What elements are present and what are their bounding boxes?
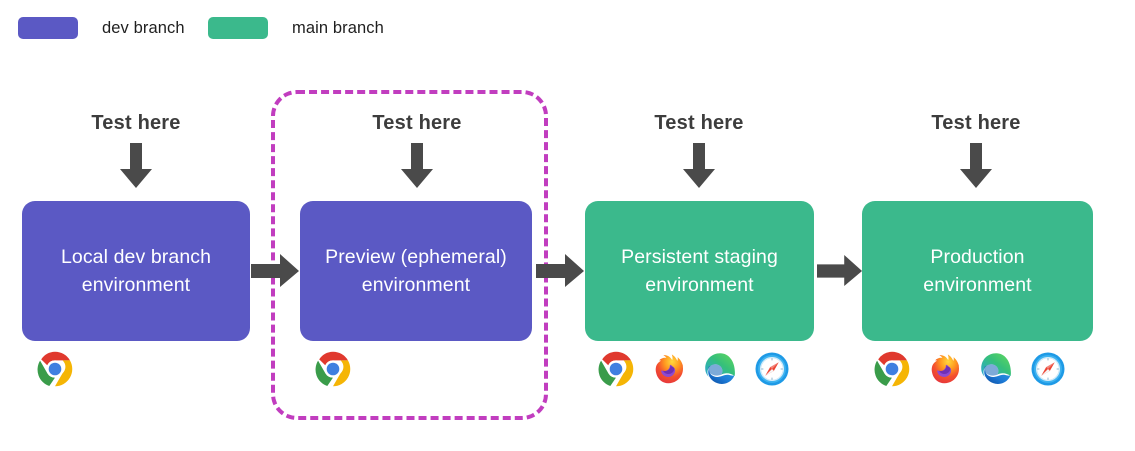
test-here-label: Test here [372,112,462,134]
stage-box-production[interactable]: Production environment [862,201,1093,341]
flow-arrow-staging-to-production [817,254,863,293]
firefox-icon[interactable] [650,351,686,387]
stage-label-line1: Local dev branch [60,245,212,268]
stage-box-label-production: Production environment [923,243,1031,300]
chrome-icon[interactable] [315,351,351,387]
test-here-label: Test here [654,112,744,134]
stage-label-line1: Production [930,245,1025,268]
legend-label-dev-branch: dev branch [102,18,185,37]
test-here-annotation-production: Test here [896,112,1056,189]
test-here-label: Test here [91,112,181,134]
stage-label-line2: environment [923,274,1032,296]
stage-box-staging[interactable]: Persistent staging environment [585,201,814,341]
stage-box-label-staging: Persistent staging environment [621,243,778,300]
down-arrow-icon [960,143,992,188]
edge-icon[interactable] [702,351,738,387]
stage-box-label-local-dev: Local dev branch environment [61,243,211,300]
legend-swatch-main-branch [208,17,268,39]
flow-arrow-local-to-preview [251,254,300,293]
preview-highlight-region [271,90,548,420]
stage-box-local-dev[interactable]: Local dev branch environment [22,201,250,341]
browser-row-staging [598,351,790,387]
test-here-annotation-preview: Test here [337,112,497,189]
stage-label-line1: Preview (ephemeral) [325,245,507,268]
safari-icon[interactable] [1030,351,1066,387]
browser-row-preview [315,351,351,387]
stage-label-line2: environment [361,274,471,296]
down-arrow-icon [401,143,433,188]
safari-icon[interactable] [754,351,790,387]
legend-item-main-branch: main branch [208,17,384,39]
stage-label-line2: environment [81,274,191,296]
stage-label-line2: environment [645,274,754,296]
firefox-icon[interactable] [926,351,962,387]
browser-row-production [874,351,1066,387]
legend-label-main-branch: main branch [292,18,384,37]
down-arrow-icon [120,143,152,188]
flow-arrow-preview-to-staging [536,254,585,293]
test-here-label: Test here [931,112,1021,134]
stage-box-preview[interactable]: Preview (ephemeral) environment [300,201,532,341]
chrome-icon[interactable] [598,351,634,387]
browser-row-local-dev [37,351,73,387]
legend-swatch-dev-branch [18,17,78,39]
down-arrow-icon [683,143,715,188]
edge-icon[interactable] [978,351,1014,387]
test-here-annotation-staging: Test here [619,112,779,189]
test-here-annotation-local-dev: Test here [56,112,216,189]
stage-label-line1: Persistent staging [621,245,778,268]
stage-box-label-preview: Preview (ephemeral) environment [325,243,507,300]
chrome-icon[interactable] [37,351,73,387]
legend-item-dev-branch: dev branch [18,17,185,39]
chrome-icon[interactable] [874,351,910,387]
